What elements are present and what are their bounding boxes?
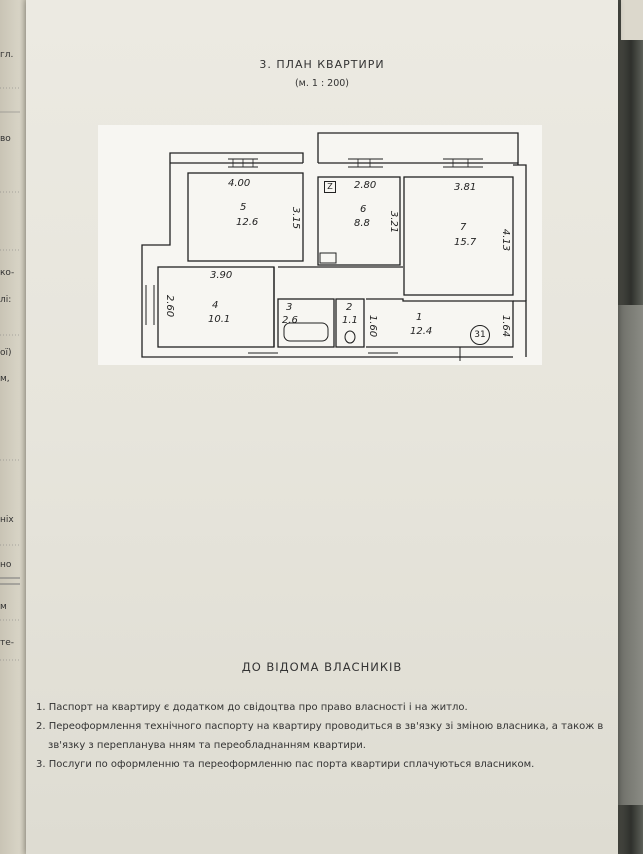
notice-item: 1. Паспорт на квартиру є додатком до сві… xyxy=(36,702,468,713)
room-5-width: 4.00 xyxy=(228,178,251,189)
room-6-marker: Z xyxy=(324,181,336,193)
room-2-area: 1.1 xyxy=(342,315,358,326)
room-2-number: 2 xyxy=(346,302,353,313)
floor-plan-drawing xyxy=(141,132,527,361)
margin-fragment: во xyxy=(0,134,11,144)
notice-item: 2. Переоформлення технічного паспорту на… xyxy=(36,721,604,751)
page-title: 3. ПЛАН КВАРТИРИ xyxy=(259,58,385,71)
paper-scrap xyxy=(621,0,643,40)
room-5-number: 5 xyxy=(240,202,247,213)
margin-fragment: м, xyxy=(0,374,10,384)
adjacent-page-left xyxy=(0,0,28,854)
adjacent-page-rules xyxy=(0,87,20,661)
apartment-number-badge: 31 xyxy=(470,325,490,345)
room-6-height: 3.21 xyxy=(388,210,400,234)
room-5-area: 12.6 xyxy=(236,217,259,228)
plan-scale: (м. 1 : 200) xyxy=(294,78,350,89)
margin-fragment: лі: xyxy=(0,295,12,305)
room-1-area: 12.4 xyxy=(410,326,433,337)
room-5-height: 3.15 xyxy=(290,206,302,230)
room-7-area: 15.7 xyxy=(454,237,477,248)
room-4-width: 3.90 xyxy=(210,270,233,281)
room-3-area: 2.6 xyxy=(282,315,298,326)
margin-fragment: гл. xyxy=(0,50,14,60)
room-7-height: 4.13 xyxy=(500,228,512,252)
room-1-height-2: 1.64 xyxy=(500,314,512,338)
passport-page: 3. ПЛАН КВАРТИРИ (м. 1 : 200) xyxy=(26,0,618,854)
room-3-number: 3 xyxy=(286,302,293,313)
floor-plan: 4.00 5 12.6 3.15 Z 2.80 6 8.8 3.21 3.81 … xyxy=(98,125,542,365)
room-4-number: 4 xyxy=(212,300,219,311)
room-1-number: 1 xyxy=(416,312,423,323)
notice-list: 1. Паспорт на квартиру є додатком до сві… xyxy=(36,698,606,774)
margin-fragment: ої) xyxy=(0,348,12,358)
notice-item: 3. Послуги по оформленню та переоформлен… xyxy=(36,759,535,770)
room-7-number: 7 xyxy=(460,222,467,233)
room-7-width: 3.81 xyxy=(454,182,477,193)
margin-fragment: ніх xyxy=(0,515,14,525)
margin-fragment: но xyxy=(0,560,12,570)
fabric-edge xyxy=(615,305,643,805)
margin-fragment: м xyxy=(0,602,7,612)
margin-fragment: ко- xyxy=(0,268,15,278)
margin-fragment: те- xyxy=(0,638,15,648)
room-4-area: 10.1 xyxy=(208,314,231,325)
notice-title: ДО ВІДОМА ВЛАСНИКІВ xyxy=(241,660,403,674)
room-6-number: 6 xyxy=(360,204,367,215)
room-1-height: 1.60 xyxy=(367,314,379,338)
room-6-area: 8.8 xyxy=(354,218,370,229)
background-surface xyxy=(613,0,643,854)
room-4-height: 2.60 xyxy=(164,294,176,318)
room-6-width: 2.80 xyxy=(354,180,377,191)
